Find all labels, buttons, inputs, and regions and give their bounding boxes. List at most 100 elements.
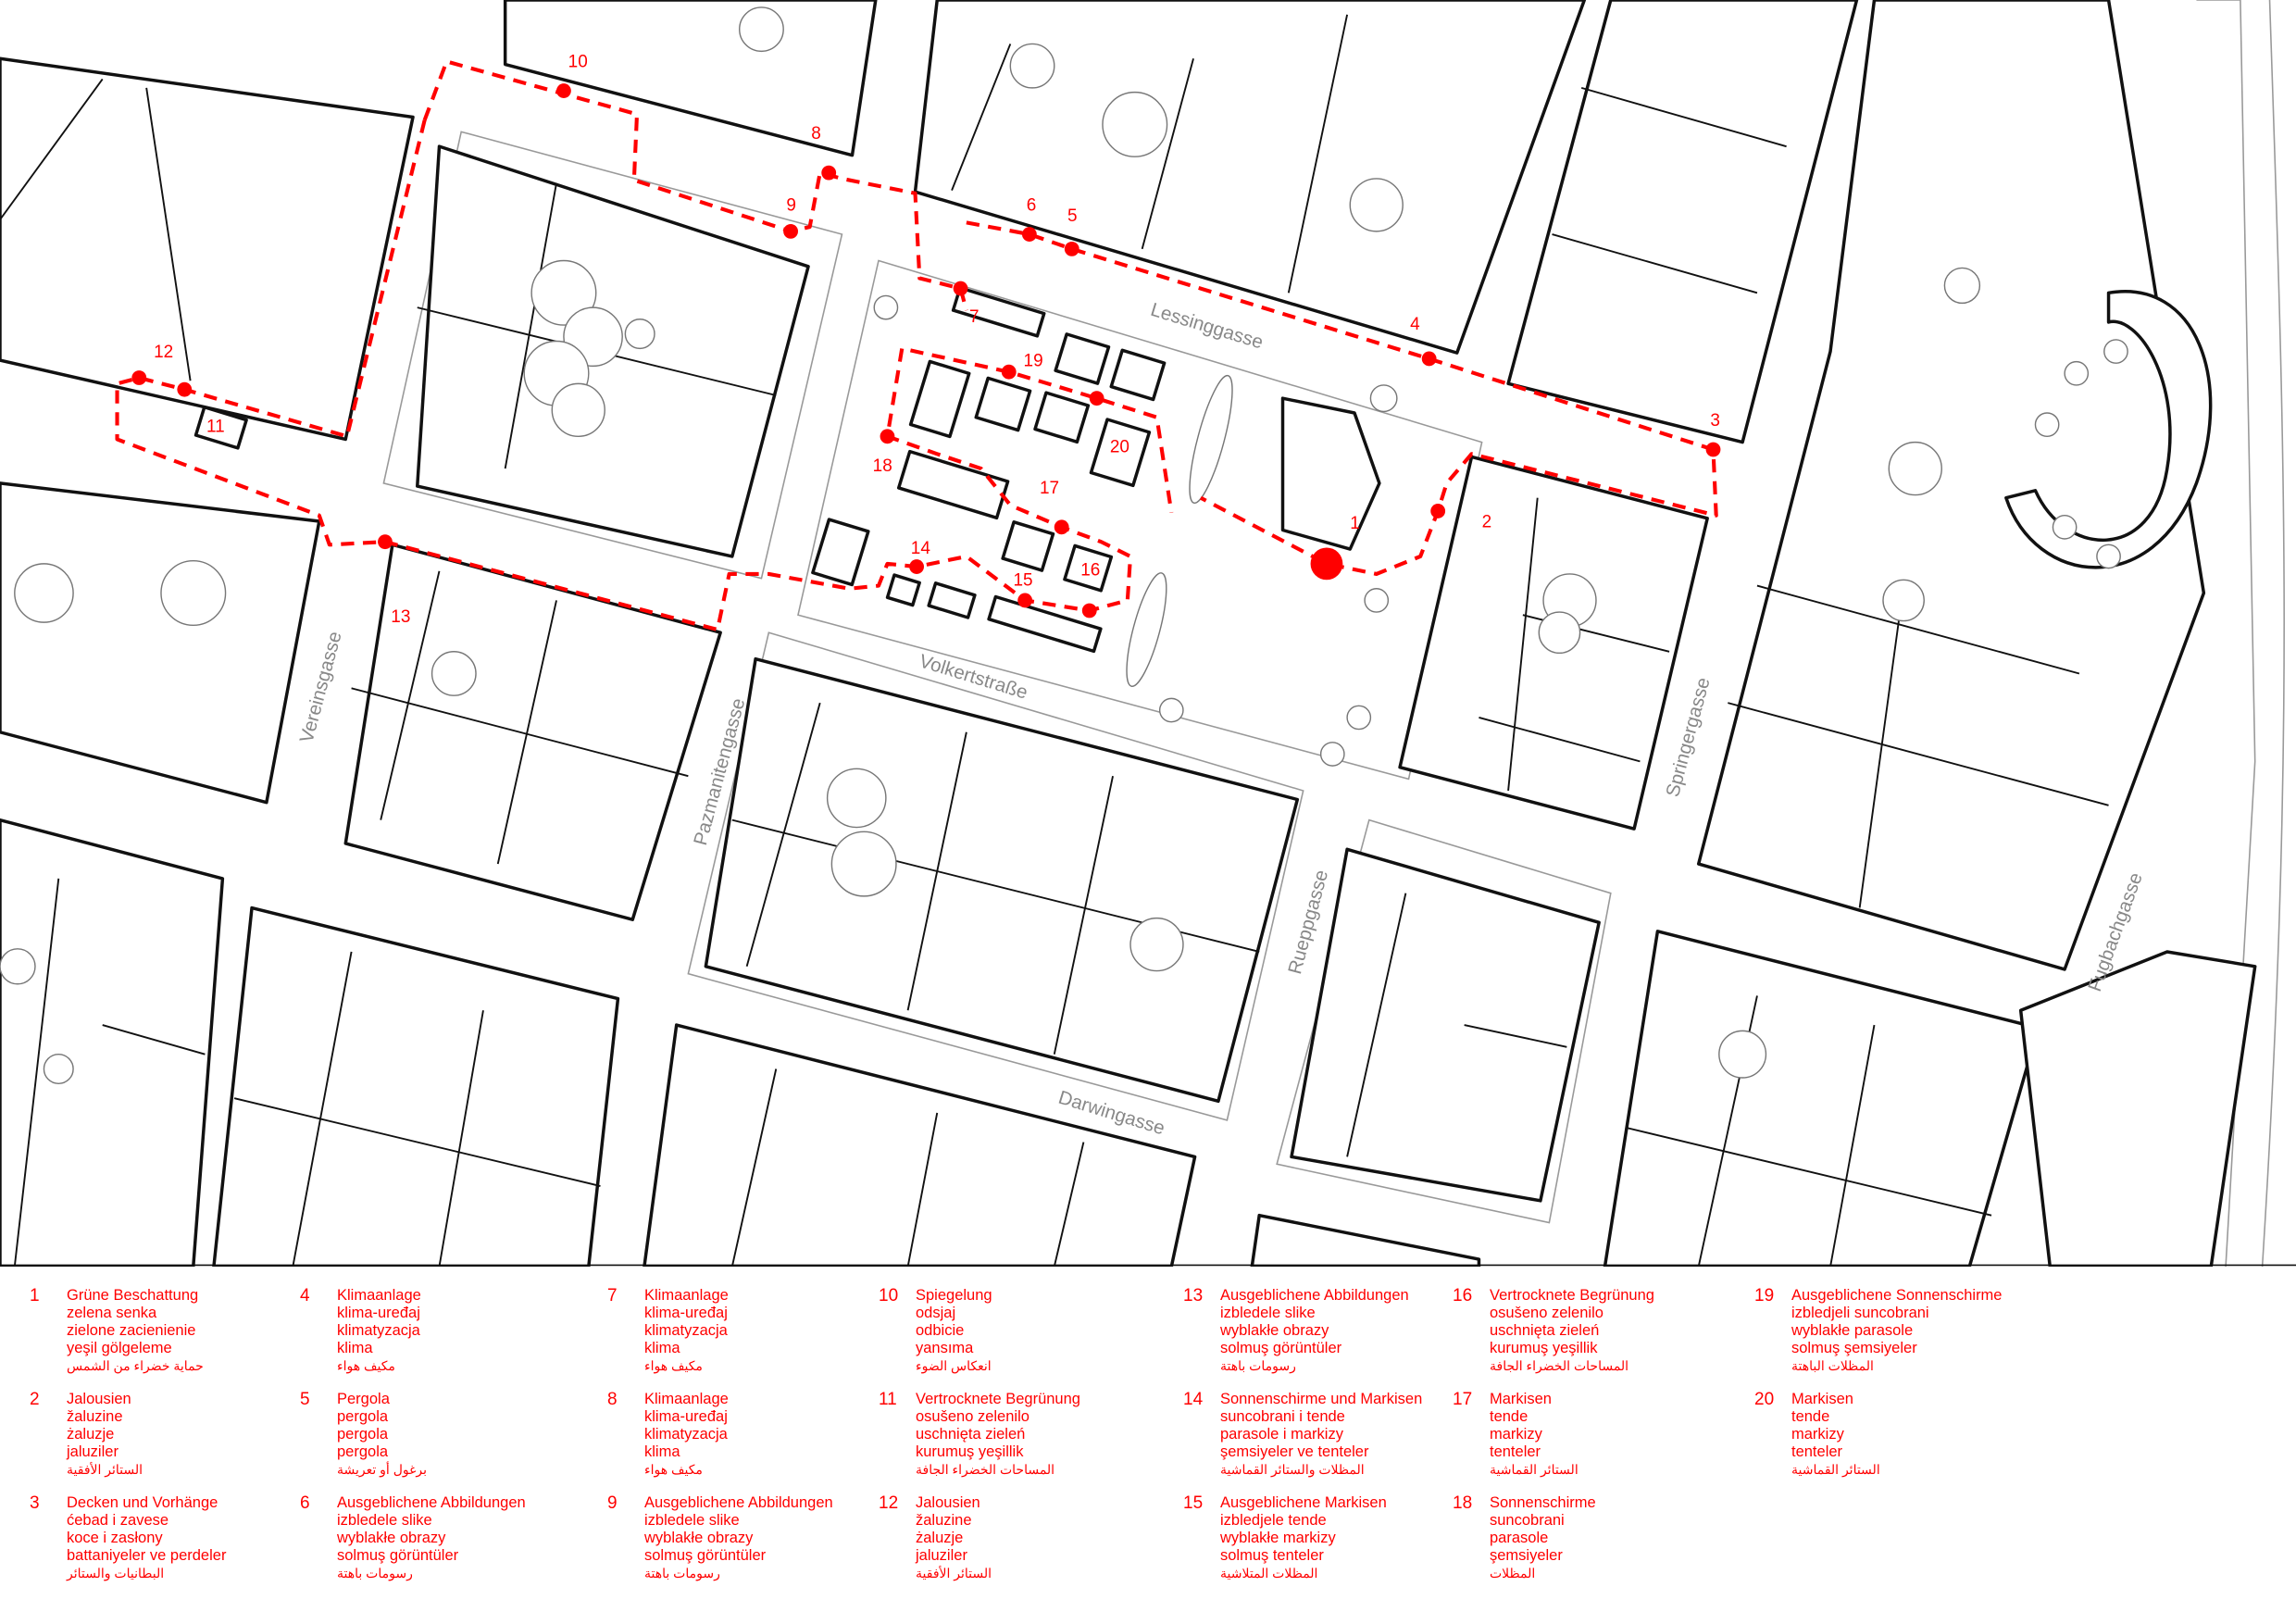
route-marker-dot [1081, 603, 1097, 618]
legend-title: Ausgeblichene Abbildungen [644, 1494, 833, 1511]
legend-translation: izbledjeli suncobrani [1791, 1305, 1929, 1321]
legend-translation: şemsiyeler [1490, 1547, 1563, 1564]
legend-translation: zelena senka [67, 1305, 157, 1321]
route-marker-label: 7 [969, 307, 980, 327]
legend-title: Ausgeblichene Abbildungen [1220, 1287, 1409, 1304]
legend-translation: البطانيات والستائر [67, 1566, 165, 1580]
legend-translation: solmuş görüntüler [644, 1547, 767, 1564]
legend-translation: مكيف هواء [337, 1358, 395, 1373]
street-label-lessinggasse: Lessinggasse [1148, 299, 1266, 354]
route-marker-label: 9 [786, 196, 796, 216]
legend-number: 10 [879, 1286, 899, 1305]
legend-translation: solmuş görüntüler [337, 1547, 459, 1564]
route-marker-dot [1021, 227, 1037, 242]
legend-translation: klima-uređaj [644, 1305, 728, 1321]
route-marker-label: 20 [1110, 438, 1129, 457]
legend-translation: tende [1791, 1408, 1830, 1425]
legend-number: 9 [607, 1493, 618, 1513]
legend-translation: tenteler [1490, 1443, 1541, 1460]
route-marker-label: 3 [1710, 411, 1720, 431]
route-marker-dot [177, 381, 193, 397]
building-block [503, 0, 878, 157]
legend-translation: klimatyzacja [644, 1426, 728, 1443]
legend-translation: الستائر الأفقية [916, 1566, 992, 1580]
legend-translation: jaluziler [67, 1443, 119, 1460]
building-block [2018, 950, 2257, 1267]
legend-translation: pergola [337, 1426, 389, 1443]
building-block [913, 0, 1587, 355]
legend-translation: solmuş şemsiyeler [1791, 1340, 1917, 1356]
legend-title: Markisen [1490, 1391, 1552, 1407]
legend-translation: žaluzine [916, 1512, 972, 1529]
legend-number: 4 [300, 1286, 310, 1305]
legend-translation: izbledele slike [1220, 1305, 1316, 1321]
building-block [0, 481, 321, 805]
legend-title: Klimaanlage [644, 1391, 729, 1407]
legend-number: 3 [30, 1493, 40, 1513]
legend-translation: wyblakłe obrazy [337, 1530, 446, 1546]
legend-translation: şemsiyeler ve tenteler [1220, 1443, 1369, 1460]
legend-translation: tenteler [1791, 1443, 1843, 1460]
legend-title: Sonnenschirme [1490, 1494, 1596, 1511]
legend-translation: osušeno zelenilo [1490, 1305, 1603, 1321]
legend-number: 16 [1453, 1286, 1473, 1305]
legend-title: Spiegelung [916, 1287, 992, 1304]
legend-translation: żaluzje [67, 1426, 115, 1443]
building-block [212, 906, 620, 1267]
legend-translation: żaluzje [916, 1530, 964, 1546]
legend-title: Pergola [337, 1391, 390, 1407]
legend-translation: مكيف هواء [644, 1358, 703, 1373]
route-marker-label: 16 [1080, 561, 1100, 581]
legend-translation: wyblakłe obrazy [1220, 1322, 1329, 1339]
legend-title: Ausgeblichene Markisen [1220, 1494, 1387, 1511]
route-marker-dot [1430, 504, 1446, 518]
semicircle-courtyard [2004, 290, 2213, 569]
legend-translation: المظلات الباهتة [1791, 1358, 1874, 1373]
legend-number: 11 [879, 1390, 897, 1409]
legend-translation: حماية خضراء من الشمس [67, 1358, 204, 1373]
legend-translation: pergola [337, 1408, 389, 1425]
route-marker-label: 10 [568, 53, 588, 72]
route-marker-dot [821, 165, 837, 181]
legend-translation: klima [337, 1340, 373, 1356]
legend-translation: yeşil gölgeleme [67, 1340, 172, 1356]
legend-number: 7 [607, 1286, 618, 1305]
building-block [0, 818, 225, 1267]
legend-translation: wyblakłe parasole [1791, 1322, 1914, 1339]
route-marker-label: 4 [1410, 315, 1420, 334]
route-marker-label: 17 [1040, 479, 1059, 498]
legend-translation: yansıma [916, 1340, 974, 1356]
legend-translation: رسومات باهتة [644, 1566, 720, 1580]
legend-title: Vertrocknete Begrünung [1490, 1287, 1654, 1304]
legend-translation: المظلات [1490, 1566, 1536, 1580]
legend-translation: kurumuş yeşillik [1490, 1340, 1598, 1356]
legend-translation: parasole [1490, 1530, 1549, 1546]
route-marker-dot [1054, 519, 1069, 535]
route-marker-dot [556, 83, 571, 98]
building-block [1280, 396, 1381, 551]
legend-number: 18 [1453, 1493, 1473, 1513]
legend-translation: solmuş tenteler [1220, 1547, 1324, 1564]
legend-translation: jaluziler [916, 1547, 967, 1564]
route-marker-dot [1705, 442, 1721, 457]
legend-translation: zielone zacienienie [67, 1322, 196, 1339]
legend-translation: رسومات باهتة [1220, 1358, 1296, 1373]
route-marker-dot [1089, 391, 1104, 406]
building-block [343, 543, 722, 921]
legend-translation: مكيف هواء [644, 1462, 703, 1477]
legend-translation: pergola [337, 1443, 389, 1460]
legend-number: 13 [1183, 1286, 1204, 1305]
legend-translation: odbicie [916, 1322, 965, 1339]
building-block [1290, 847, 1601, 1203]
legend-translation: uschnięta zieleń [1490, 1322, 1600, 1339]
legend-translation: klimatyzacja [644, 1322, 728, 1339]
legend-translation: battaniyeler ve perdeler [67, 1547, 227, 1564]
legend-number: 19 [1754, 1286, 1775, 1305]
legend-title: Ausgeblichene Abbildungen [337, 1494, 526, 1511]
legend-translation: uschnięta zieleń [916, 1426, 1026, 1443]
legend-translation: الستائر القماشية [1490, 1462, 1578, 1477]
legend-translation: izbledjele tende [1220, 1512, 1327, 1529]
legend-title: Grüne Beschattung [67, 1287, 199, 1304]
legend-title: Klimaanlage [644, 1287, 729, 1304]
legend-translation: klima [644, 1340, 680, 1356]
